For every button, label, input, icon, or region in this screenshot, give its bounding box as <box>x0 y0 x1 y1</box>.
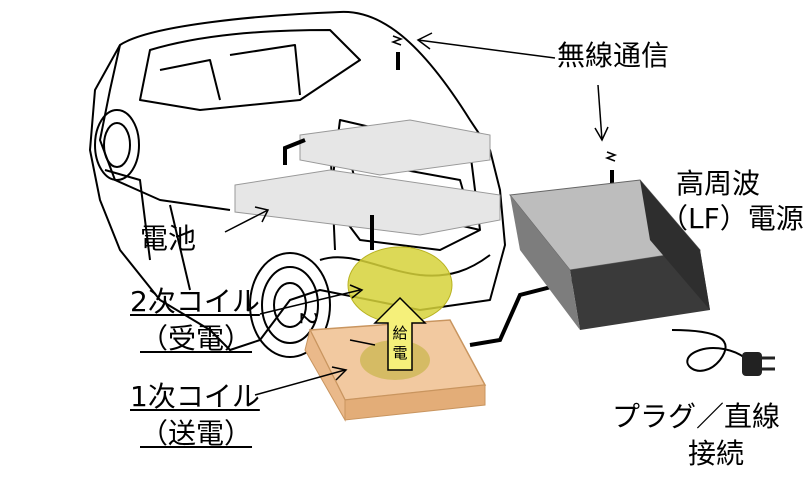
front-wheel <box>94 109 140 181</box>
primary-coil-label: 1次コイル <box>130 380 260 413</box>
page-number: 2 <box>294 311 320 326</box>
primary-coil-sub: （送電） <box>140 417 253 450</box>
plug-icon <box>671 329 775 376</box>
wireless-label: 無線通信 <box>557 39 670 72</box>
power-feed-arrow <box>373 296 427 371</box>
secondary-coil-sub: （受電） <box>140 322 253 355</box>
hf-power-supply <box>509 179 710 330</box>
hf-power-label-2: （LF）電源 <box>660 202 804 235</box>
wireless-arrows <box>416 32 609 142</box>
car-antenna-icon <box>390 35 404 70</box>
battery-label: 電池 <box>140 222 197 255</box>
plug-label-2: 接続 <box>688 437 745 470</box>
battery-box <box>234 119 501 236</box>
plug-label-1: プラグ／直線 <box>612 400 781 433</box>
feed-label-1: 給 <box>392 324 407 342</box>
secondary-coil-label: 2次コイル <box>130 285 260 318</box>
hf-power-label-1: 高周波 <box>676 167 761 200</box>
feed-label-2: 電 <box>392 344 407 362</box>
leader-lines <box>224 138 376 396</box>
rear-wheel <box>249 252 331 358</box>
